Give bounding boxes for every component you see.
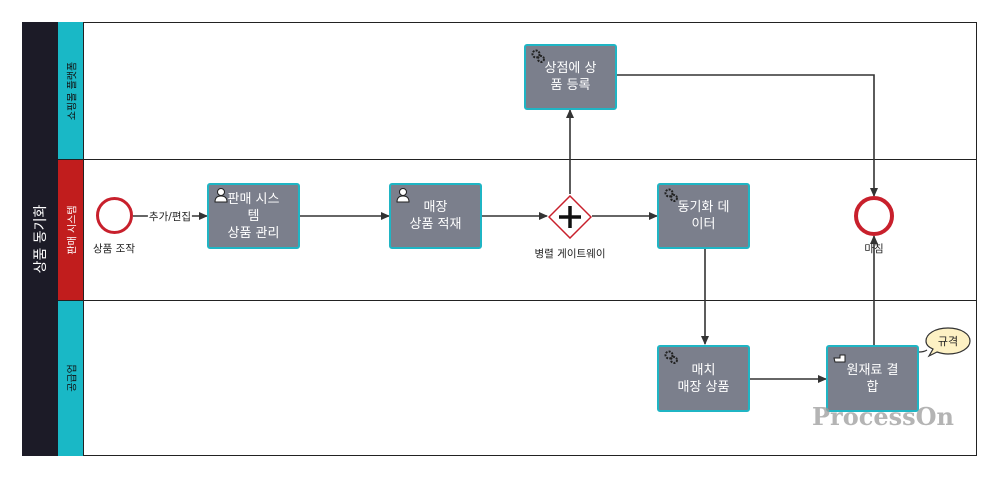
task-label: 매치 매장 상품 xyxy=(677,362,730,395)
task-label: 상점에 상 품 등록 xyxy=(544,61,597,93)
gear-icon xyxy=(664,350,678,364)
user-icon xyxy=(214,188,228,203)
lane-header-sales xyxy=(58,160,84,301)
lane-divider xyxy=(58,159,977,160)
gateway-label: 병렬 게이트웨이 xyxy=(534,248,606,260)
task-store-stock[interactable]: 매장 상품 적재 xyxy=(389,183,482,249)
pool-title: 상품 동기화 xyxy=(33,204,49,274)
task-label: 동기화 데 이터 xyxy=(677,200,730,232)
task-label: 매장 상품 적재 xyxy=(409,200,462,232)
task-sync-data[interactable]: 동기화 데 이터 xyxy=(657,183,750,249)
lane-header-supplier xyxy=(58,301,84,456)
task-store-register[interactable]: 상점에 상 품 등록 xyxy=(524,44,617,110)
pool-header xyxy=(22,22,58,456)
lane-title-supplier: 공급업 xyxy=(67,364,79,392)
hand-icon xyxy=(833,354,846,363)
task-match-product[interactable]: 매치 매장 상품 xyxy=(657,345,750,412)
task-sales-system-manage[interactable]: 판매 시스 템 상품 관리 xyxy=(207,183,300,249)
lane-title-sales: 판매 시스템 xyxy=(67,205,79,255)
watermark: ProcessOn xyxy=(812,402,954,431)
gear-icon xyxy=(531,49,545,63)
parallel-gateway[interactable] xyxy=(548,195,592,239)
flow-label-add-edit: 추가/편집 xyxy=(147,209,193,224)
gear-icon xyxy=(664,188,678,202)
annotation-text: 규격 xyxy=(937,335,959,348)
start-event-label: 상품 조작 xyxy=(93,243,135,255)
task-label: 원재료 결 합 xyxy=(846,362,899,395)
lane-title-shopping: 쇼핑몰 플랫폼 xyxy=(67,61,79,121)
annotation-bubble xyxy=(925,327,971,358)
task-label: 판매 시스 템 상품 관리 xyxy=(227,191,280,241)
user-icon xyxy=(396,188,410,203)
start-event[interactable] xyxy=(96,197,133,234)
end-event[interactable] xyxy=(854,196,894,236)
end-event-label: 마침 xyxy=(864,243,884,255)
lane-divider xyxy=(58,300,977,301)
task-material-combine[interactable]: 원재료 결 합 xyxy=(826,345,919,412)
lane-header-shopping xyxy=(58,22,84,160)
